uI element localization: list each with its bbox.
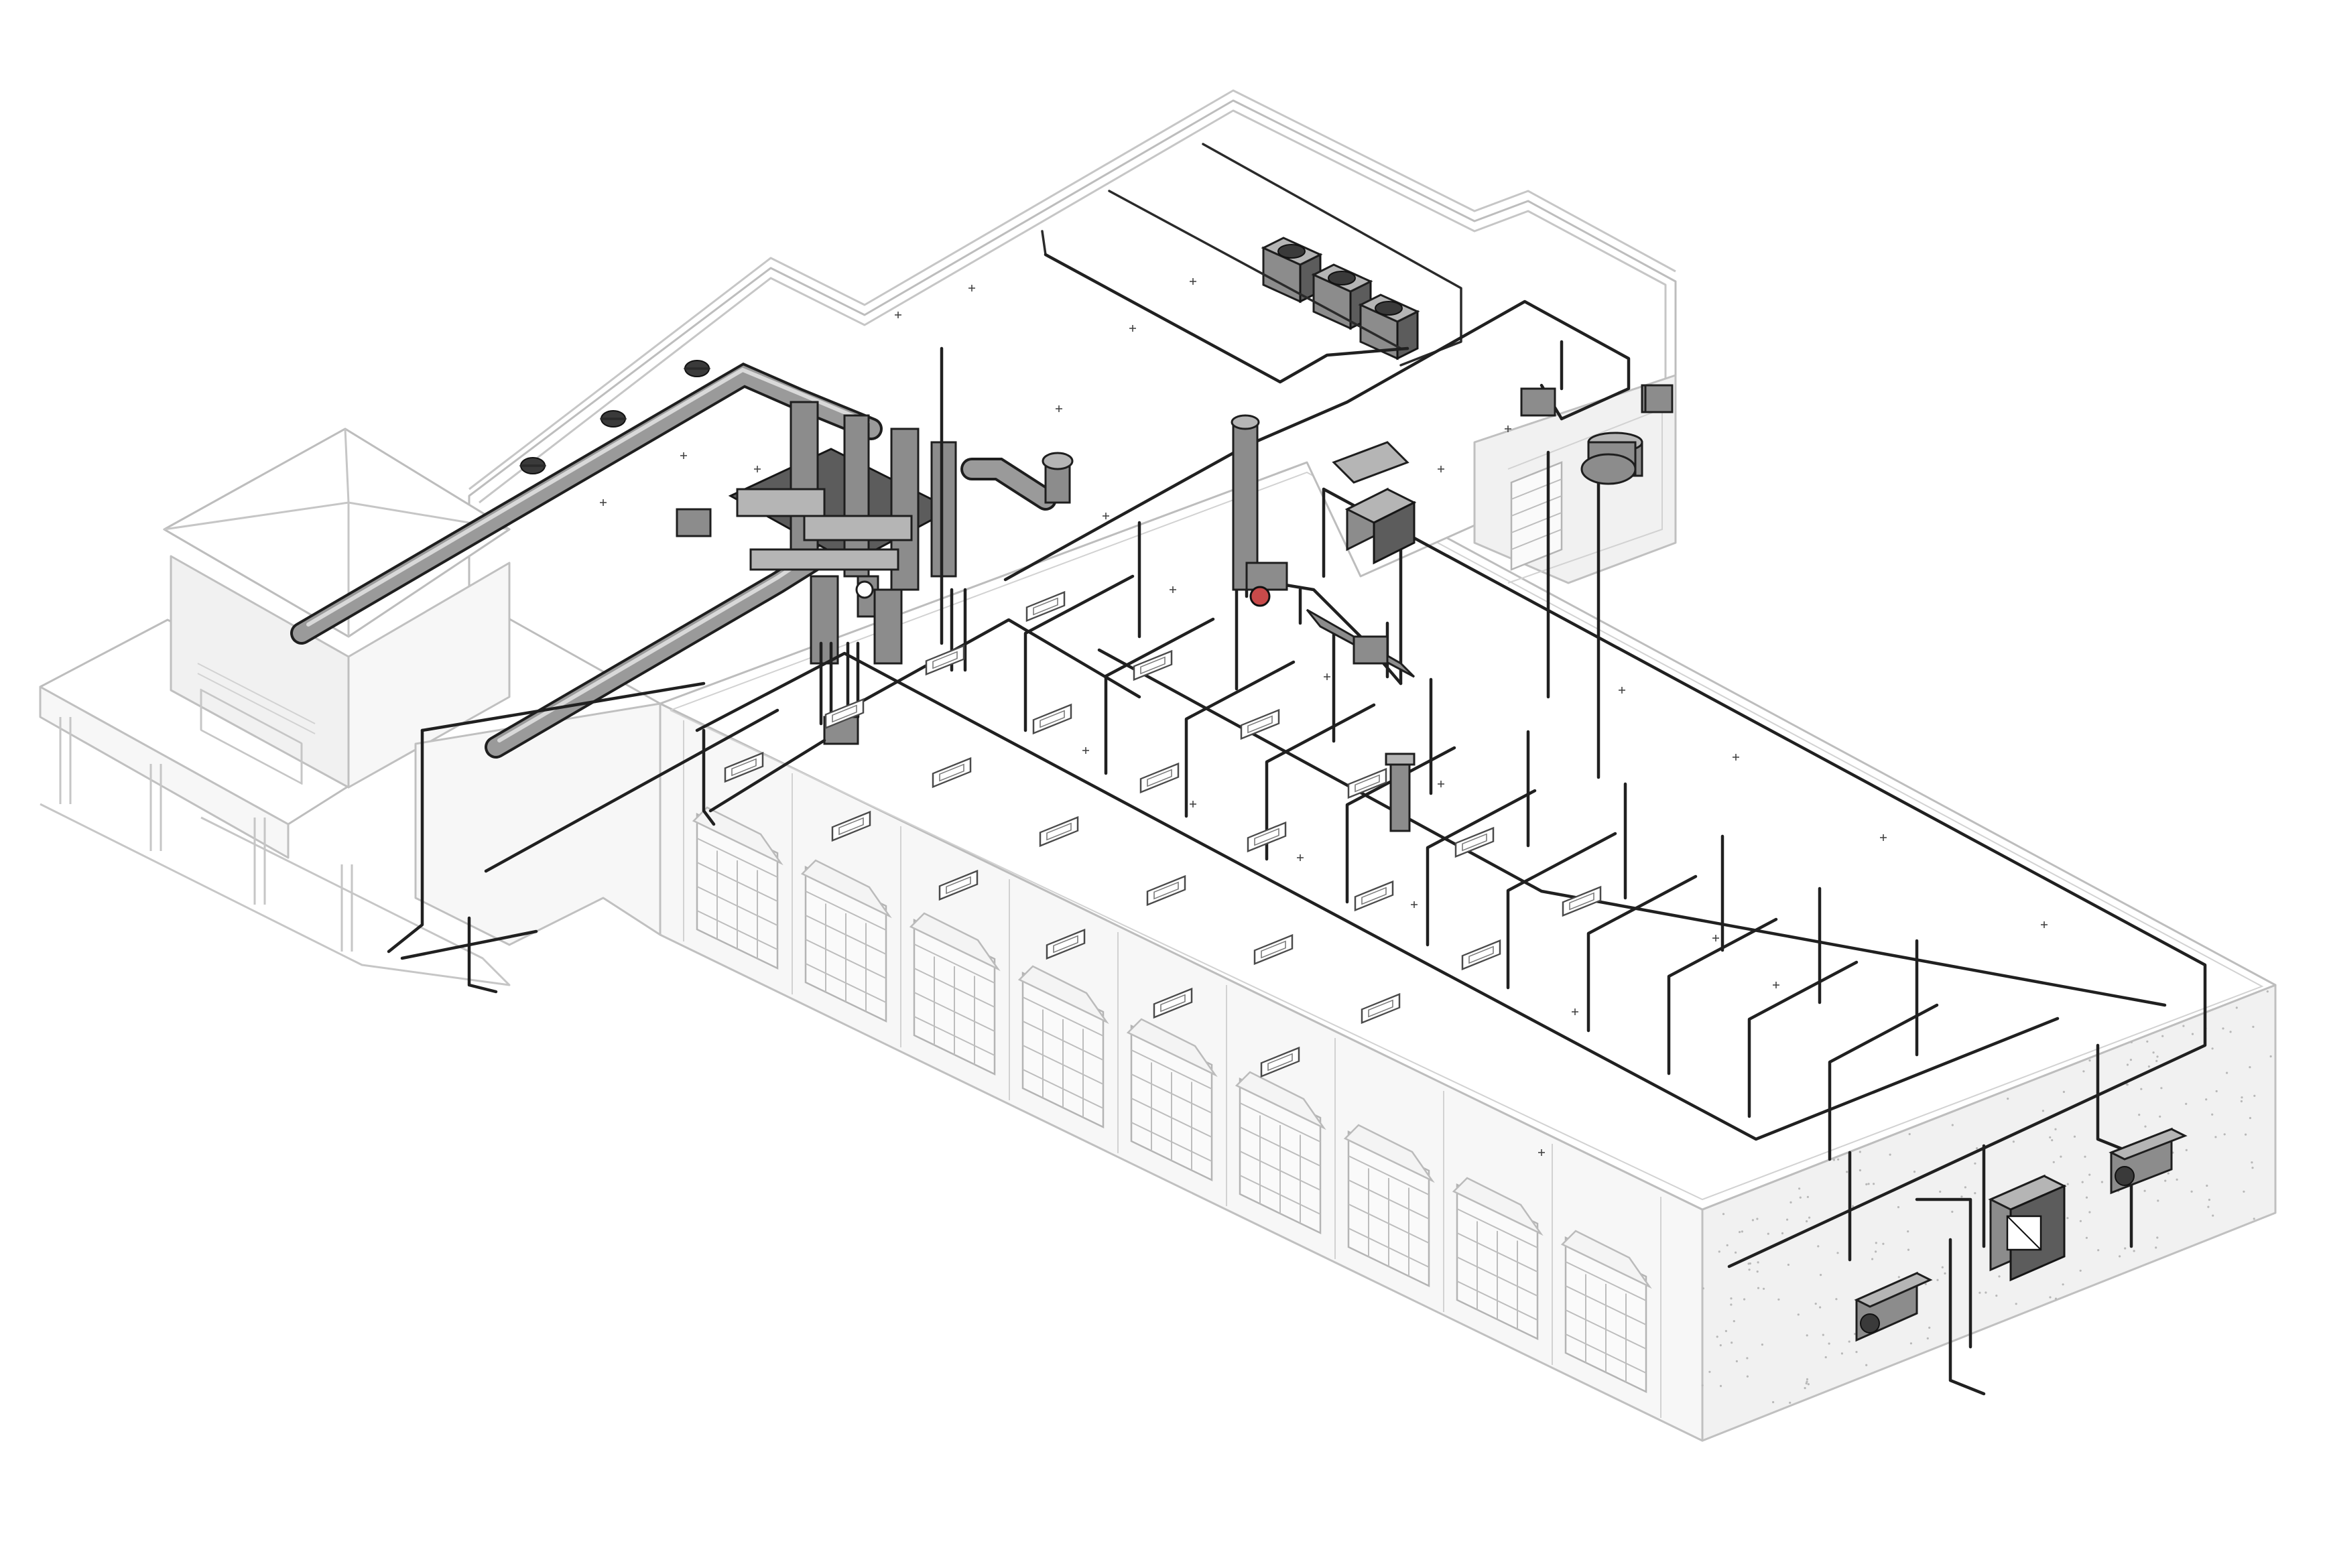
condenser-fan-icon [1278,245,1305,258]
condenser-fan-icon [1375,302,1402,315]
roof-exhaust-fan [601,411,625,427]
condenser-fan-icon [1328,271,1355,285]
connector-wall [416,704,660,945]
architecture-layer [40,90,2275,1441]
relief-hood-cap [1043,453,1072,469]
roof-exhaust-fan [521,458,545,474]
roof-vent-column [1386,754,1414,831]
roof-exhaust-fan [685,361,709,377]
